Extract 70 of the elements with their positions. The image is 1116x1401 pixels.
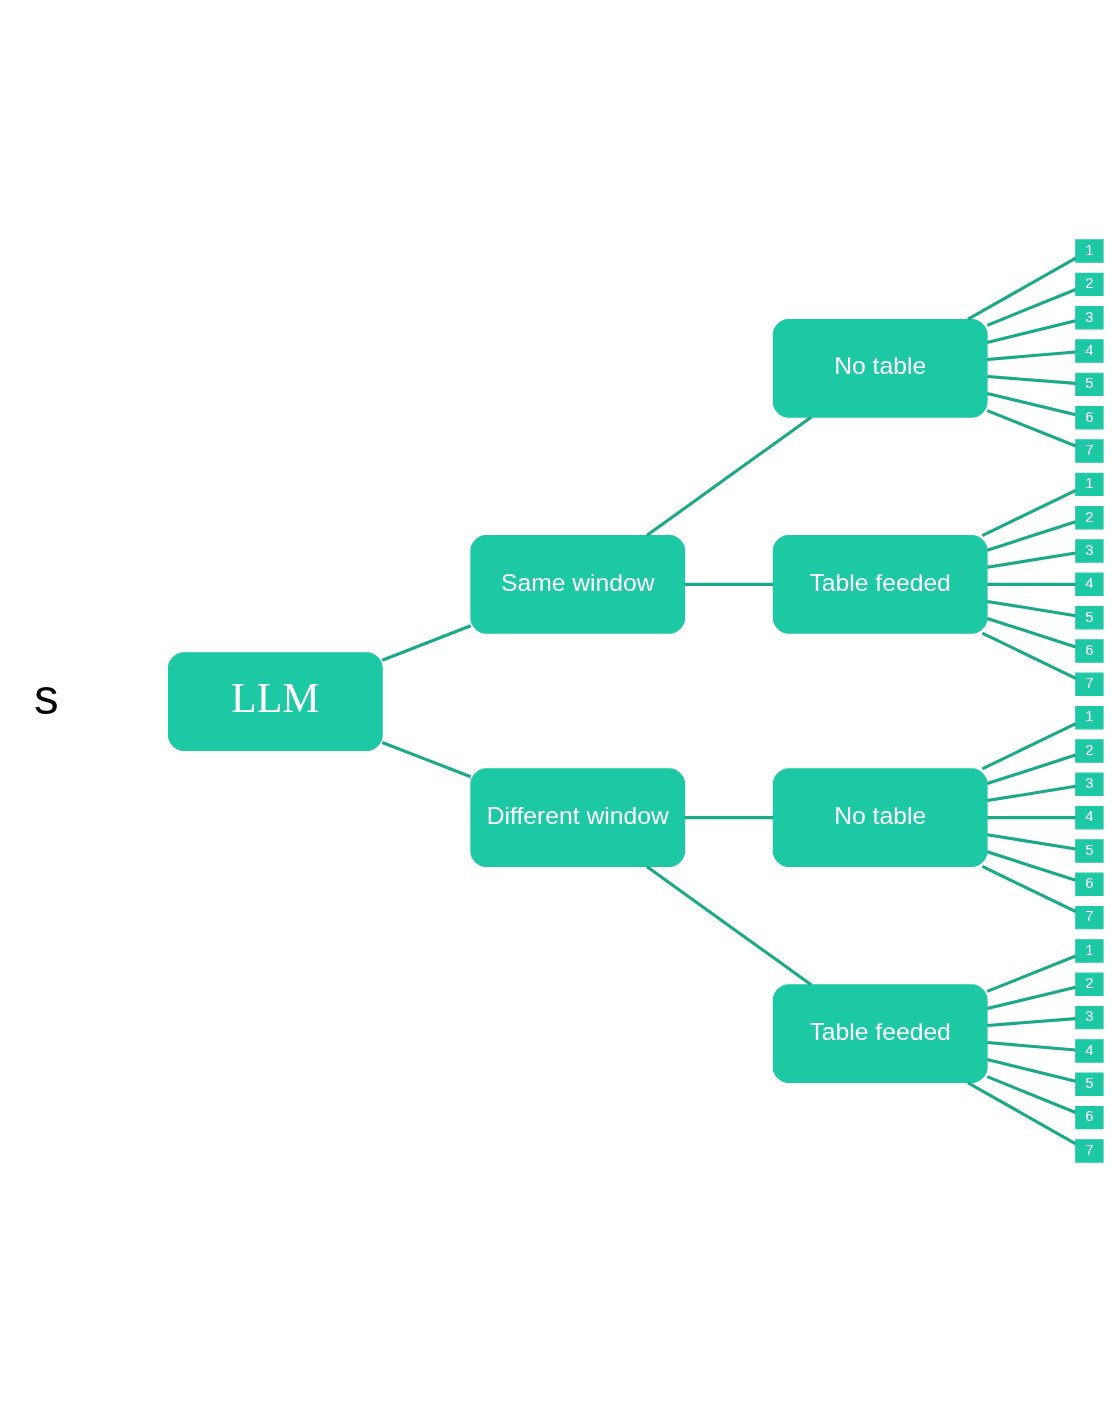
node-box: 2: [1075, 738, 1104, 763]
node-box: 2: [1075, 505, 1104, 529]
label: s: [33, 668, 59, 724]
connector: [986, 849, 1077, 882]
connector: [987, 599, 1076, 617]
connector: [684, 582, 774, 586]
connector: [987, 551, 1076, 569]
connector: [381, 623, 472, 662]
connector: [987, 374, 1076, 385]
connector: [987, 1040, 1076, 1051]
node-box: 4: [1075, 338, 1104, 363]
node-box: 5: [1075, 372, 1104, 396]
connector: [986, 519, 1077, 552]
connector: [646, 864, 813, 986]
node-box: 1: [1075, 472, 1104, 496]
connector: [987, 815, 1076, 819]
node-box: 6: [1075, 872, 1104, 896]
node-box: 6: [1075, 638, 1104, 663]
connector: [981, 488, 1077, 537]
connector: [986, 616, 1077, 648]
connector: [967, 1080, 1077, 1145]
node-box: Table feeded: [772, 983, 988, 1083]
connector: [987, 350, 1076, 361]
node-box: 5: [1075, 838, 1104, 863]
connector: [381, 740, 472, 778]
node-box: 1: [1075, 705, 1104, 729]
node-box: 3: [1075, 772, 1104, 796]
connector: [986, 287, 1077, 327]
node-box: 5: [1075, 1072, 1104, 1096]
node-box: No table: [772, 767, 988, 867]
node-box: Table feeded: [772, 534, 988, 634]
connector: [987, 832, 1076, 850]
node-box: 1: [1075, 938, 1104, 963]
node-box: 5: [1075, 605, 1104, 629]
node-box: 7: [1075, 905, 1104, 929]
node-box: 4: [1075, 805, 1104, 829]
node-box: 6: [1075, 1105, 1104, 1129]
connector: [986, 985, 1076, 1010]
connector: [987, 1016, 1076, 1027]
connector: [967, 256, 1077, 321]
node-box: 4: [1075, 1038, 1104, 1063]
node-box: 7: [1075, 1138, 1104, 1163]
node-box: Same window: [470, 534, 686, 634]
node-box: 7: [1075, 438, 1104, 463]
node-box: 6: [1075, 405, 1104, 429]
connector: [986, 391, 1076, 416]
node-box: 2: [1075, 972, 1104, 996]
connector: [986, 954, 1077, 993]
node-box: 2: [1075, 272, 1104, 296]
connector: [646, 415, 813, 537]
connector: [986, 318, 1076, 344]
connector: [684, 815, 774, 819]
connector: [981, 721, 1077, 770]
connector: [981, 631, 1077, 680]
connector: [986, 408, 1077, 447]
node-box: No table: [772, 318, 988, 418]
node-box: 1: [1075, 238, 1104, 263]
node-box: 7: [1075, 672, 1104, 696]
node-box: 3: [1075, 305, 1104, 329]
node-box: 3: [1075, 538, 1104, 563]
connector: [986, 753, 1077, 785]
node-box: LLM: [167, 651, 383, 751]
connector: [986, 1057, 1076, 1083]
node-box: 4: [1075, 572, 1104, 596]
connector: [987, 784, 1076, 802]
node-box: 3: [1075, 1005, 1104, 1029]
connector: [981, 864, 1077, 913]
node-box: Different window: [470, 767, 686, 867]
connector: [987, 582, 1076, 586]
connector: [986, 1074, 1077, 1114]
